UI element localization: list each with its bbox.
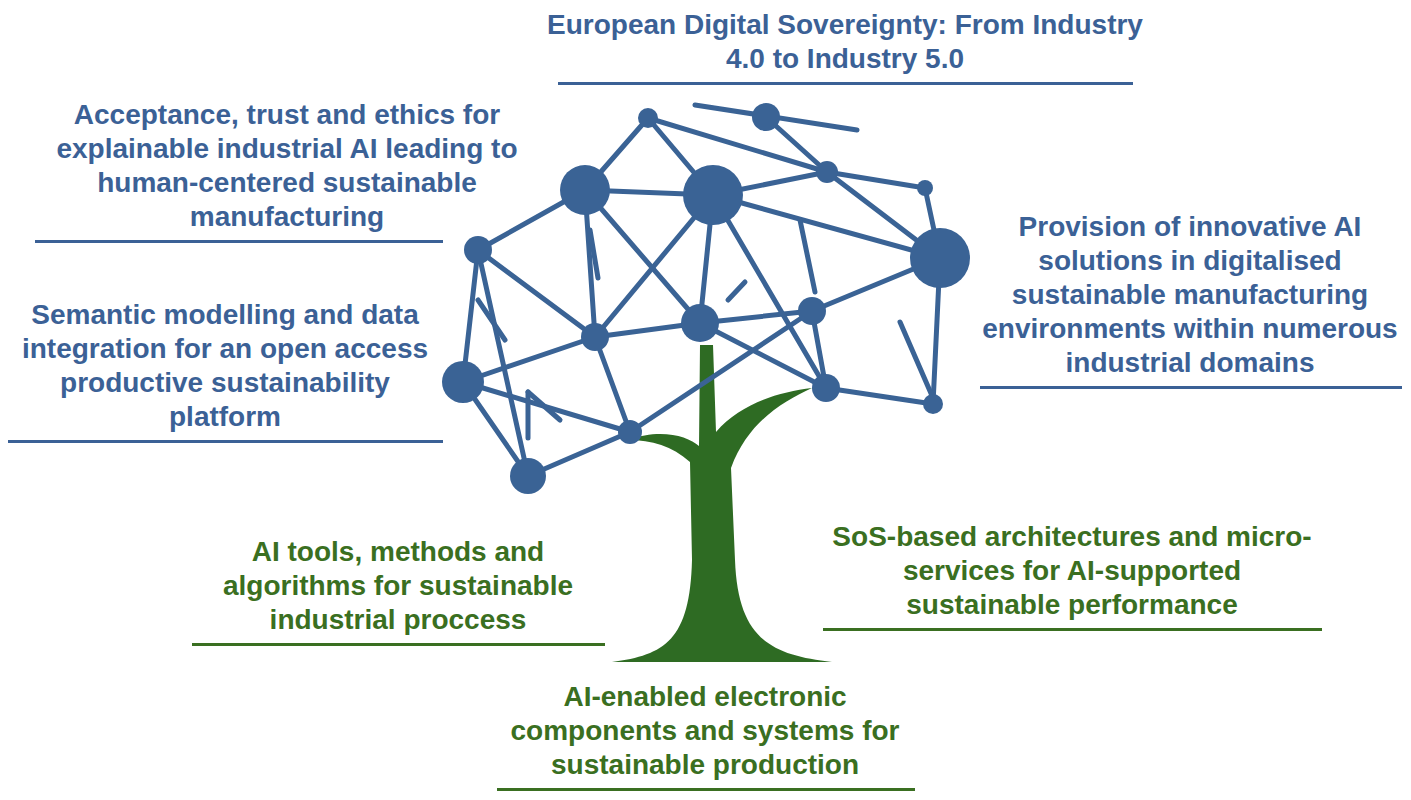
network-node [618,420,642,444]
network-link [590,230,598,278]
network-node [510,458,546,494]
branch-label: Semantic modelling and data integration … [5,298,445,434]
underline [823,628,1322,631]
network-node [681,304,719,342]
network-link [528,392,560,420]
network-nodes [442,103,970,494]
network-link [478,300,505,340]
network-node [910,228,970,288]
network-link [526,392,531,438]
network-link [900,322,933,398]
network-node [923,394,943,414]
network-link [713,195,826,388]
network-node [752,103,780,131]
branch-label: Provision of innovative AI solutions in … [978,210,1403,380]
network-node [442,361,484,403]
branch-label: AI tools, methods and algorithms for sus… [188,535,608,637]
branch-label: AI-enabled electronic components and sys… [490,680,920,782]
network-link [800,220,815,292]
network-link [630,311,812,432]
network-crown [463,105,940,476]
network-node [798,297,826,325]
underline [497,788,915,791]
network-node [917,180,933,196]
underline [8,440,443,443]
network-node [560,165,610,215]
network-link [648,118,827,172]
network-node [581,323,609,351]
network-link [728,282,745,300]
branch-label: Acceptance, trust and ethics for explain… [30,98,545,234]
network-node [816,161,838,183]
network-link [463,382,630,432]
tree-trunk [612,345,832,662]
underline [35,240,443,243]
network-node [812,374,840,402]
network-node [464,236,492,264]
underline [558,82,1133,85]
network-node [638,108,658,128]
network-node [683,165,743,225]
underline [980,386,1402,389]
title: European Digital Sovereignty: From Indus… [545,8,1145,76]
network-link [595,337,630,432]
network-link [826,388,933,404]
branch-label: SoS-based architectures and micro-servic… [832,520,1312,622]
network-link [585,190,700,323]
underline [192,643,605,646]
